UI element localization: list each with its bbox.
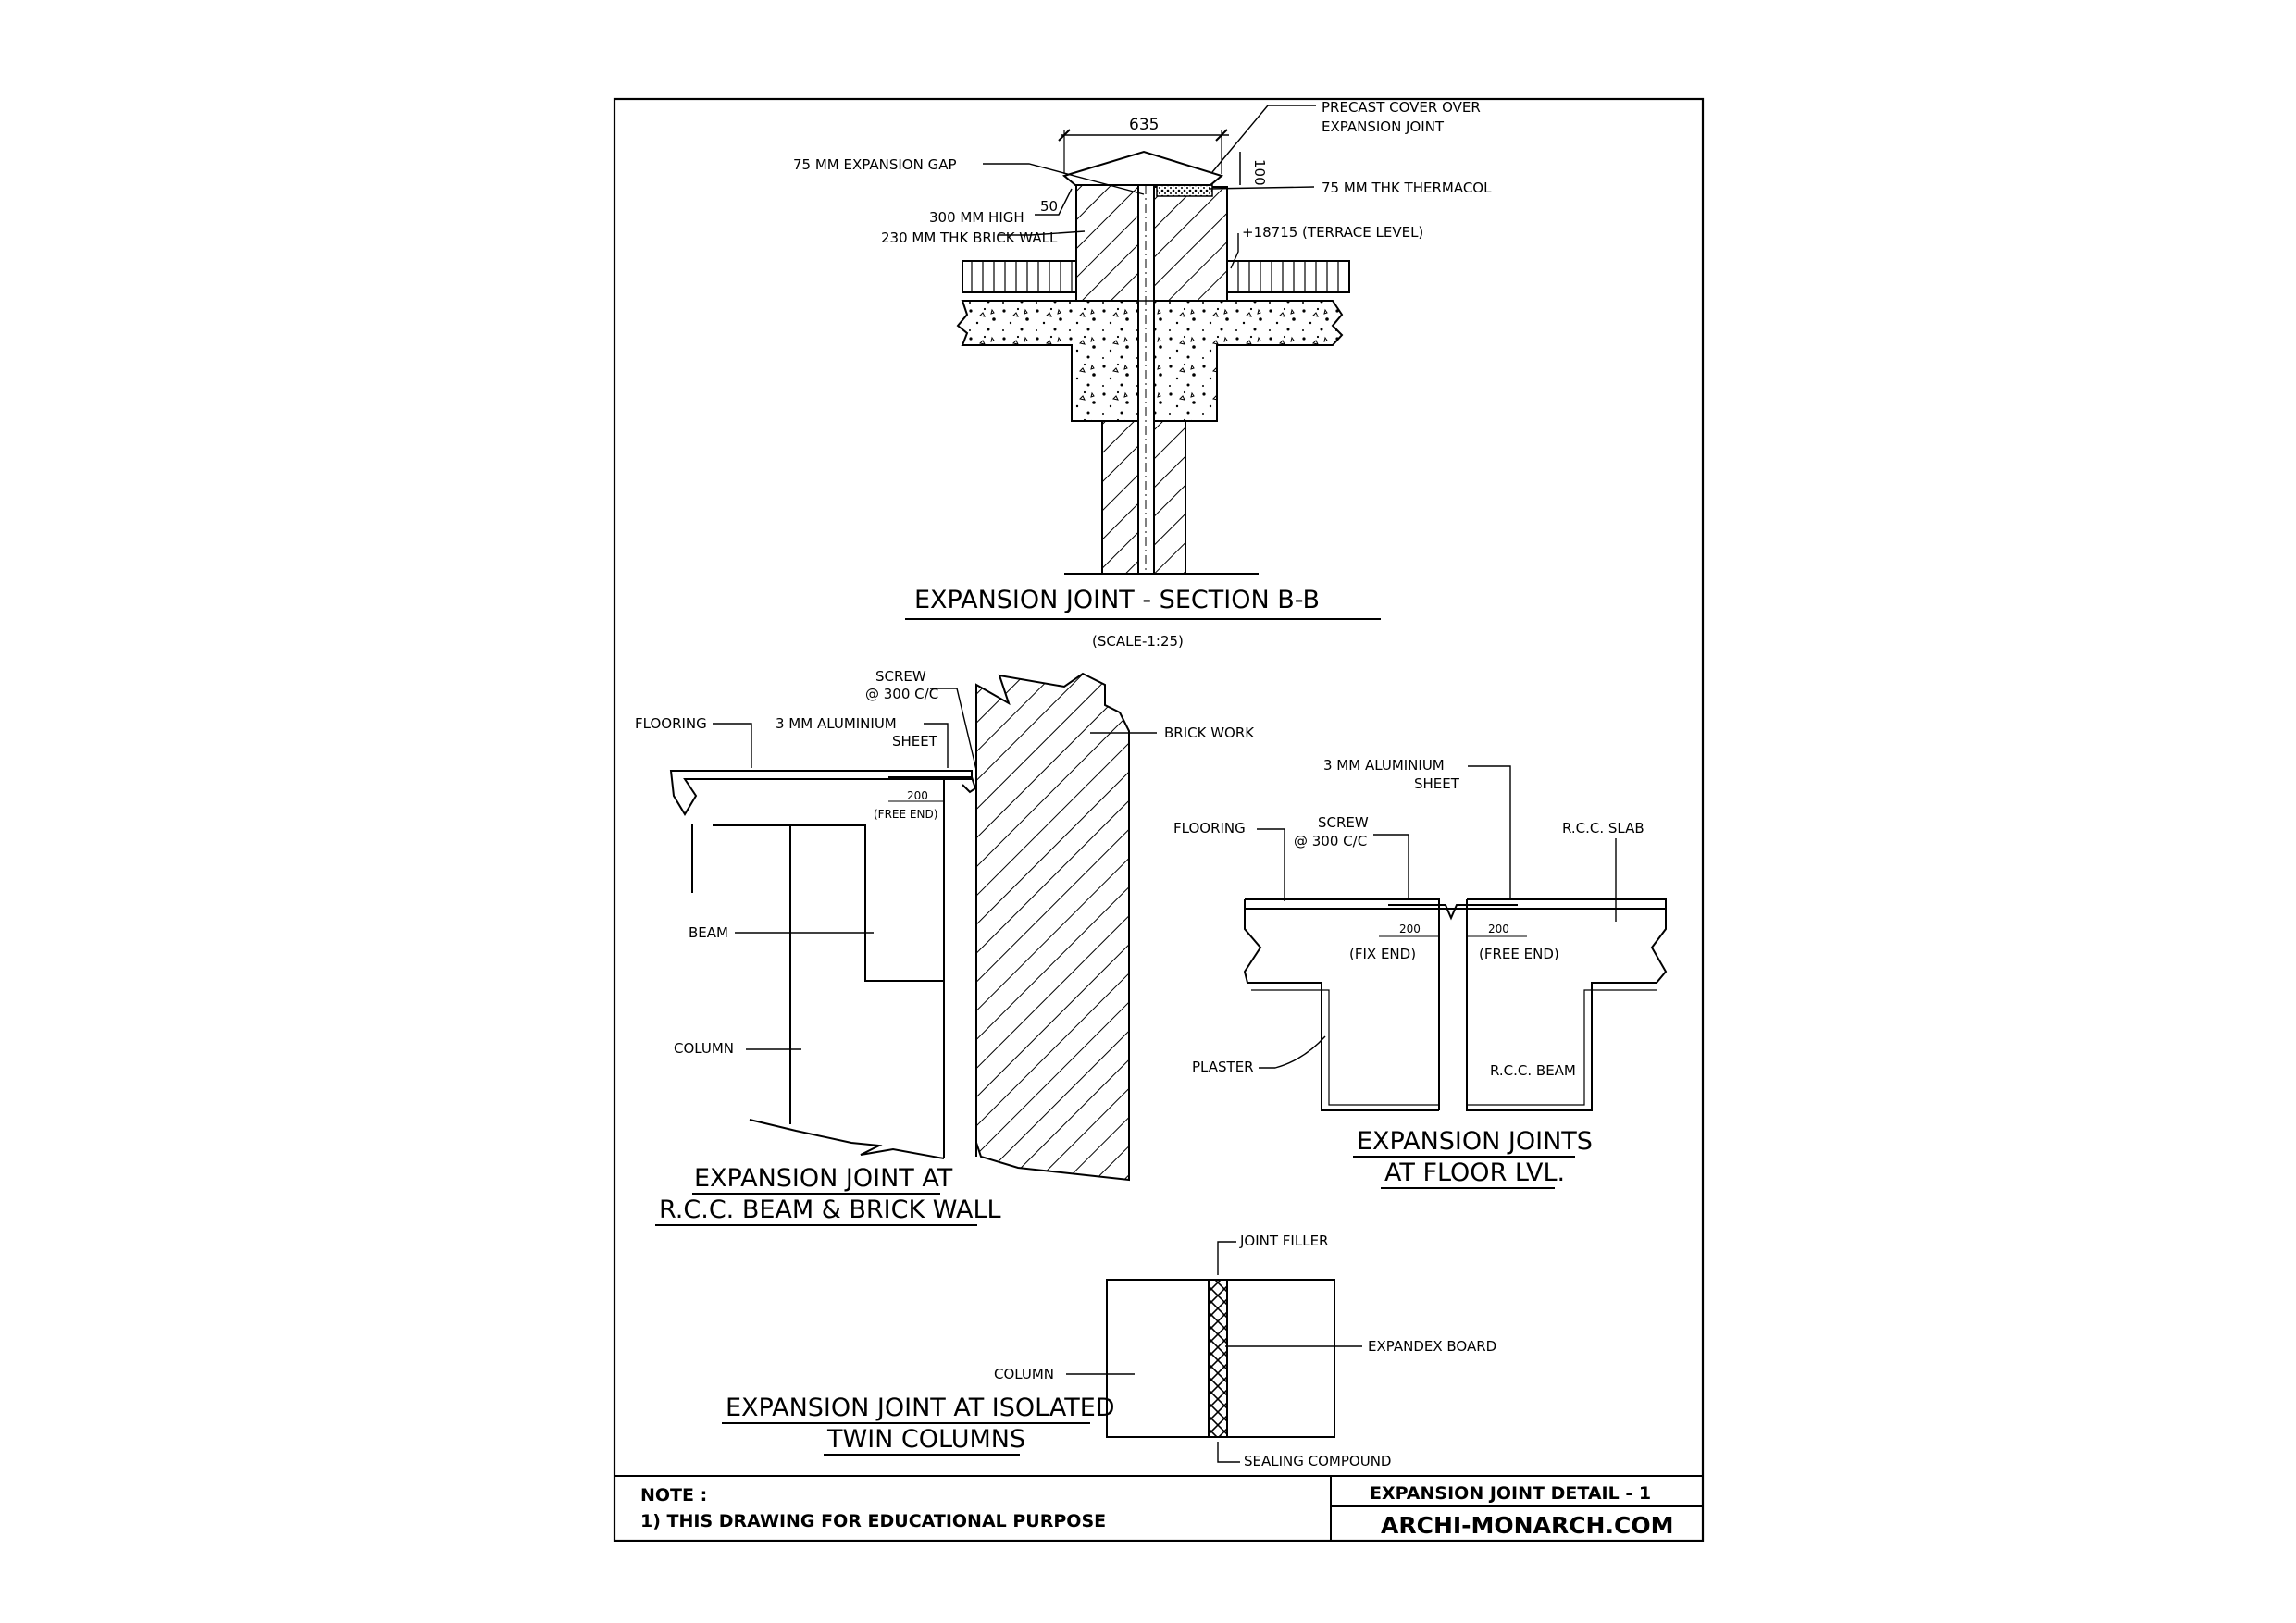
label-free-end: (FREE END) bbox=[1479, 946, 1559, 962]
dim-50-leader bbox=[1035, 188, 1073, 216]
leader-sheet bbox=[924, 723, 949, 768]
label-wall-l1: 300 MM HIGH bbox=[929, 209, 1024, 226]
column-right bbox=[1153, 420, 1186, 575]
parapet-wall-left bbox=[1075, 182, 1139, 302]
website: ARCHI-MONARCH.COM bbox=[1381, 1512, 1673, 1539]
rcc-slab-left bbox=[956, 300, 1139, 422]
floor-level-detail: 3 MM ALUMINIUM SHEET FLOORING SCREW @ 30… bbox=[1173, 757, 1668, 1189]
note-heading: NOTE : bbox=[640, 1485, 707, 1505]
label-column: COLUMN bbox=[674, 1040, 734, 1057]
dim-200-a-text: 200 bbox=[1399, 923, 1421, 935]
title-block: NOTE : 1) THIS DRAWING FOR EDUCATIONAL P… bbox=[640, 1483, 1673, 1539]
dim-635-text: 635 bbox=[1129, 116, 1159, 134]
label-brick-work: BRICK WORK bbox=[1164, 725, 1255, 741]
column-right-plan bbox=[1226, 1279, 1335, 1438]
bottom-break-line bbox=[749, 1119, 945, 1159]
floor-title-l2: AT FLOOR LVL. bbox=[1384, 1158, 1565, 1187]
section-bb-title: EXPANSION JOINT - SECTION B-B bbox=[914, 586, 1320, 614]
label-column: COLUMN bbox=[994, 1366, 1054, 1382]
label-sheet-l1: 3 MM ALUMINIUM bbox=[776, 715, 897, 732]
label-wall-l2: 230 MM THK BRICK WALL bbox=[881, 229, 1058, 246]
label-flooring: FLOORING bbox=[635, 715, 707, 732]
label-terrace-level: +18715 (TERRACE LEVEL) bbox=[1242, 224, 1423, 241]
precast-cover bbox=[1061, 150, 1224, 186]
label-beam: BEAM bbox=[689, 924, 728, 941]
leader-wall bbox=[999, 230, 1086, 236]
section-bb: 635 100 50 PRECAST COVER OVER EXPANSION … bbox=[793, 99, 1492, 650]
leader-flooring bbox=[713, 723, 752, 768]
label-rcc-beam: R.C.C. BEAM bbox=[1490, 1062, 1576, 1079]
label-thermacol: 75 MM THK THERMACOL bbox=[1322, 180, 1492, 196]
terrace-tiles-right bbox=[1226, 260, 1350, 293]
label-screw-l2: @ 300 C/C bbox=[865, 686, 938, 702]
plaster-inner-left bbox=[1251, 989, 1439, 1106]
drawing-title: EXPANSION JOINT DETAIL - 1 bbox=[1370, 1483, 1651, 1504]
leader-plaster bbox=[1259, 1035, 1326, 1069]
brick-wall bbox=[975, 672, 1130, 1182]
section-bb-scale: (SCALE-1:25) bbox=[1092, 633, 1184, 650]
column-left-plan bbox=[1106, 1279, 1210, 1438]
slab-right-outline bbox=[1466, 898, 1668, 1111]
dim-635-tick-right bbox=[1215, 129, 1228, 142]
leader-flooring-floor bbox=[1257, 828, 1285, 901]
leader-sheet-floor bbox=[1468, 765, 1511, 898]
column-outline bbox=[713, 824, 944, 982]
sheet-border bbox=[613, 97, 1705, 1542]
dim-100-text: 100 bbox=[1251, 159, 1268, 186]
rcc-slab-right bbox=[1153, 300, 1344, 422]
label-screw-l1: SCREW bbox=[875, 668, 926, 685]
leader-sealing-compound bbox=[1217, 1442, 1240, 1463]
leader-terrace-level bbox=[1230, 233, 1239, 269]
leader-screw-floor bbox=[1373, 834, 1409, 899]
floor-title-l1: EXPANSION JOINTS bbox=[1357, 1127, 1593, 1156]
dim-50-text: 50 bbox=[1040, 198, 1058, 215]
dim-200-text: 200 bbox=[907, 789, 928, 802]
beam-wall-detail: SCREW @ 300 C/C FLOORING 3 MM ALUMINIUM … bbox=[635, 668, 1255, 1226]
leader-screw bbox=[930, 688, 977, 771]
plaster-inner-right bbox=[1467, 989, 1657, 1106]
label-screw-l1: SCREW bbox=[1318, 814, 1369, 831]
label-joint-filler: JOINT FILLER bbox=[1239, 1233, 1328, 1249]
label-precast-cover-l2: EXPANSION JOINT bbox=[1322, 118, 1445, 135]
label-expandex-board: EXPANDEX BOARD bbox=[1368, 1338, 1496, 1355]
column-left bbox=[1101, 420, 1139, 575]
twin-title-l2: TWIN COLUMNS bbox=[826, 1425, 1025, 1454]
label-rcc-slab: R.C.C. SLAB bbox=[1562, 820, 1644, 836]
label-sealing-compound: SEALING COMPOUND bbox=[1244, 1453, 1391, 1469]
label-flooring: FLOORING bbox=[1173, 820, 1246, 836]
leader-precast-cover bbox=[1211, 105, 1316, 173]
label-precast-cover-l1: PRECAST COVER OVER bbox=[1322, 99, 1481, 116]
label-expansion-gap: 75 MM EXPANSION GAP bbox=[793, 156, 957, 173]
parapet-wall-right bbox=[1153, 186, 1228, 302]
slab-left-break bbox=[1243, 899, 1439, 1111]
label-free-end: (FREE END) bbox=[874, 808, 937, 821]
dim-200-b-text: 200 bbox=[1488, 923, 1509, 935]
aluminium-sheet-floor bbox=[1388, 904, 1518, 921]
twin-columns-detail: JOINT FILLER EXPANDEX BOARD COLUMN SEALI… bbox=[722, 1233, 1496, 1469]
leader-expansion-gap bbox=[983, 163, 1145, 195]
label-sheet-l1: 3 MM ALUMINIUM bbox=[1323, 757, 1445, 774]
leader-thermacol bbox=[1208, 186, 1315, 190]
beam-wall-title-l2: R.C.C. BEAM & BRICK WALL bbox=[659, 1196, 1001, 1224]
label-plaster: PLASTER bbox=[1192, 1059, 1254, 1075]
terrace-tiles-left bbox=[962, 260, 1077, 293]
label-sheet-l2: SHEET bbox=[892, 733, 938, 750]
floor-slab bbox=[669, 770, 973, 816]
leader-joint-filler bbox=[1217, 1241, 1236, 1275]
note-line-1: 1) THIS DRAWING FOR EDUCATIONAL PURPOSE bbox=[640, 1511, 1106, 1531]
dim-635-tick-left bbox=[1058, 129, 1071, 142]
label-screw-l2: @ 300 C/C bbox=[1294, 833, 1367, 849]
twin-title-l1: EXPANSION JOINT AT ISOLATED bbox=[726, 1394, 1115, 1422]
aluminium-sheet bbox=[888, 776, 977, 794]
beam-wall-title-l1: EXPANSION JOINT AT bbox=[694, 1164, 953, 1193]
label-sheet-l2: SHEET bbox=[1414, 775, 1460, 792]
expandex-board bbox=[1208, 1279, 1228, 1438]
slab-left-outline bbox=[1245, 898, 1440, 1110]
label-fix-end: (FIX END) bbox=[1349, 946, 1416, 962]
